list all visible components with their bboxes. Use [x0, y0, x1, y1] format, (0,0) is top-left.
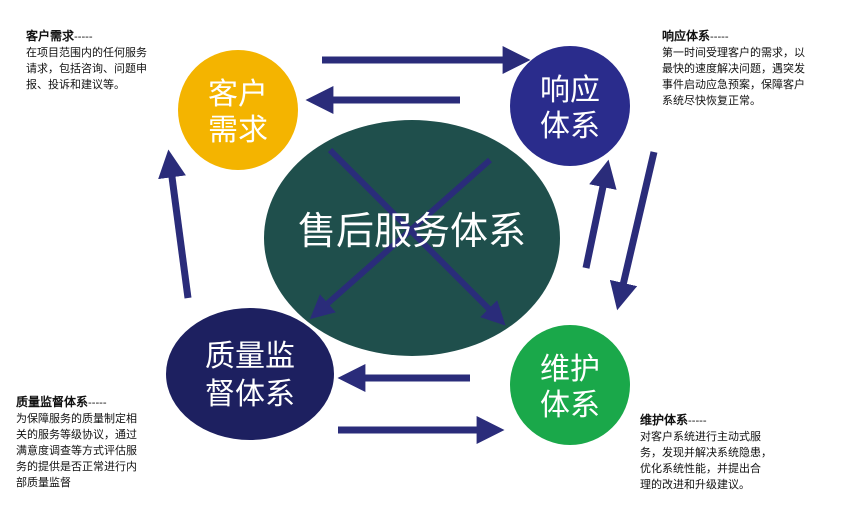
- node-response-line1: 响应: [540, 73, 600, 108]
- note-quality-line: 务的提供是否正常进行内: [16, 460, 137, 473]
- node-customer-circle: [178, 50, 298, 170]
- note-quality-line: 满意度调查等方式评估服: [16, 444, 137, 457]
- node-quality: 质量监 督体系: [166, 308, 334, 440]
- note-response-line: 系统尽快恢复正常。: [662, 94, 761, 107]
- node-customer: 客户 需求: [178, 50, 298, 170]
- arrow-cross-to-quality: [309, 157, 492, 320]
- note-response-line: 事件启动应急预案，保障客户: [662, 78, 805, 91]
- node-response-circle: [510, 46, 630, 166]
- note-maintain-line: 务，发现并解决系统隐患，: [640, 446, 772, 459]
- note-quality-line: 部质量监督: [16, 476, 71, 489]
- note-customer-dash: -----: [74, 30, 93, 43]
- note-customer: 客户需求----- 在项目范围内的任何服务 请求，包括咨询、问题申 报、投诉和建…: [26, 28, 206, 93]
- node-maintain-line2: 体系: [540, 388, 600, 423]
- note-response-line: 第一时间受理客户的需求，以: [662, 46, 805, 59]
- node-response-line2: 体系: [540, 109, 600, 144]
- note-maintain-title: 维护体系: [640, 413, 689, 427]
- note-response-title: 响应体系: [662, 29, 711, 43]
- note-customer-title: 客户需求: [26, 29, 75, 43]
- node-maintain-line1: 维护: [540, 352, 600, 387]
- arrow-cross-to-maintain: [327, 147, 506, 326]
- note-quality-line: 关的服务等级协议，通过: [16, 428, 137, 441]
- node-response: 响应 体系: [510, 46, 630, 166]
- note-customer-line: 请求，包括咨询、问题申: [26, 62, 147, 75]
- note-maintain: 维护体系----- 对客户系统进行主动式服 务，发现并解决系统隐患， 优化系统性…: [640, 412, 840, 493]
- node-maintain-circle: [510, 325, 630, 445]
- note-maintain-dash: -----: [688, 414, 707, 427]
- note-response-line: 最快的速度解决问题，遇突发: [662, 62, 805, 75]
- note-quality: 质量监督体系----- 为保障服务的质量制定相 关的服务等级协议，通过 满意度调…: [16, 394, 186, 491]
- note-maintain-line: 优化系统性能，并提出合: [640, 462, 761, 475]
- node-customer-line2: 需求: [208, 113, 268, 148]
- note-maintain-line: 理的改进和升级建议。: [640, 478, 750, 491]
- note-quality-title: 质量监督体系: [16, 395, 89, 409]
- note-quality-line: 为保障服务的质量制定相: [16, 412, 137, 425]
- arrow-response-to-maintain: [609, 151, 658, 311]
- note-customer-line: 报、投诉和建议等。: [26, 78, 125, 91]
- note-response-dash: -----: [710, 30, 729, 43]
- node-maintain: 维护 体系: [510, 325, 630, 445]
- arrow-maintain-to-response: [582, 159, 617, 269]
- node-customer-line1: 客户: [208, 77, 268, 112]
- note-maintain-line: 对客户系统进行主动式服: [640, 430, 761, 443]
- arrow-quality-to-customer: [158, 149, 192, 299]
- node-quality-circle: [166, 308, 334, 440]
- note-response: 响应体系----- 第一时间受理客户的需求，以 最快的速度解决问题，遇突发 事件…: [662, 28, 858, 109]
- node-quality-line2: 督体系: [205, 377, 295, 412]
- note-quality-dash: -----: [88, 396, 107, 409]
- note-customer-line: 在项目范围内的任何服务: [26, 46, 147, 59]
- center-label: 售后服务体系: [298, 209, 526, 253]
- node-quality-line1: 质量监: [205, 339, 295, 374]
